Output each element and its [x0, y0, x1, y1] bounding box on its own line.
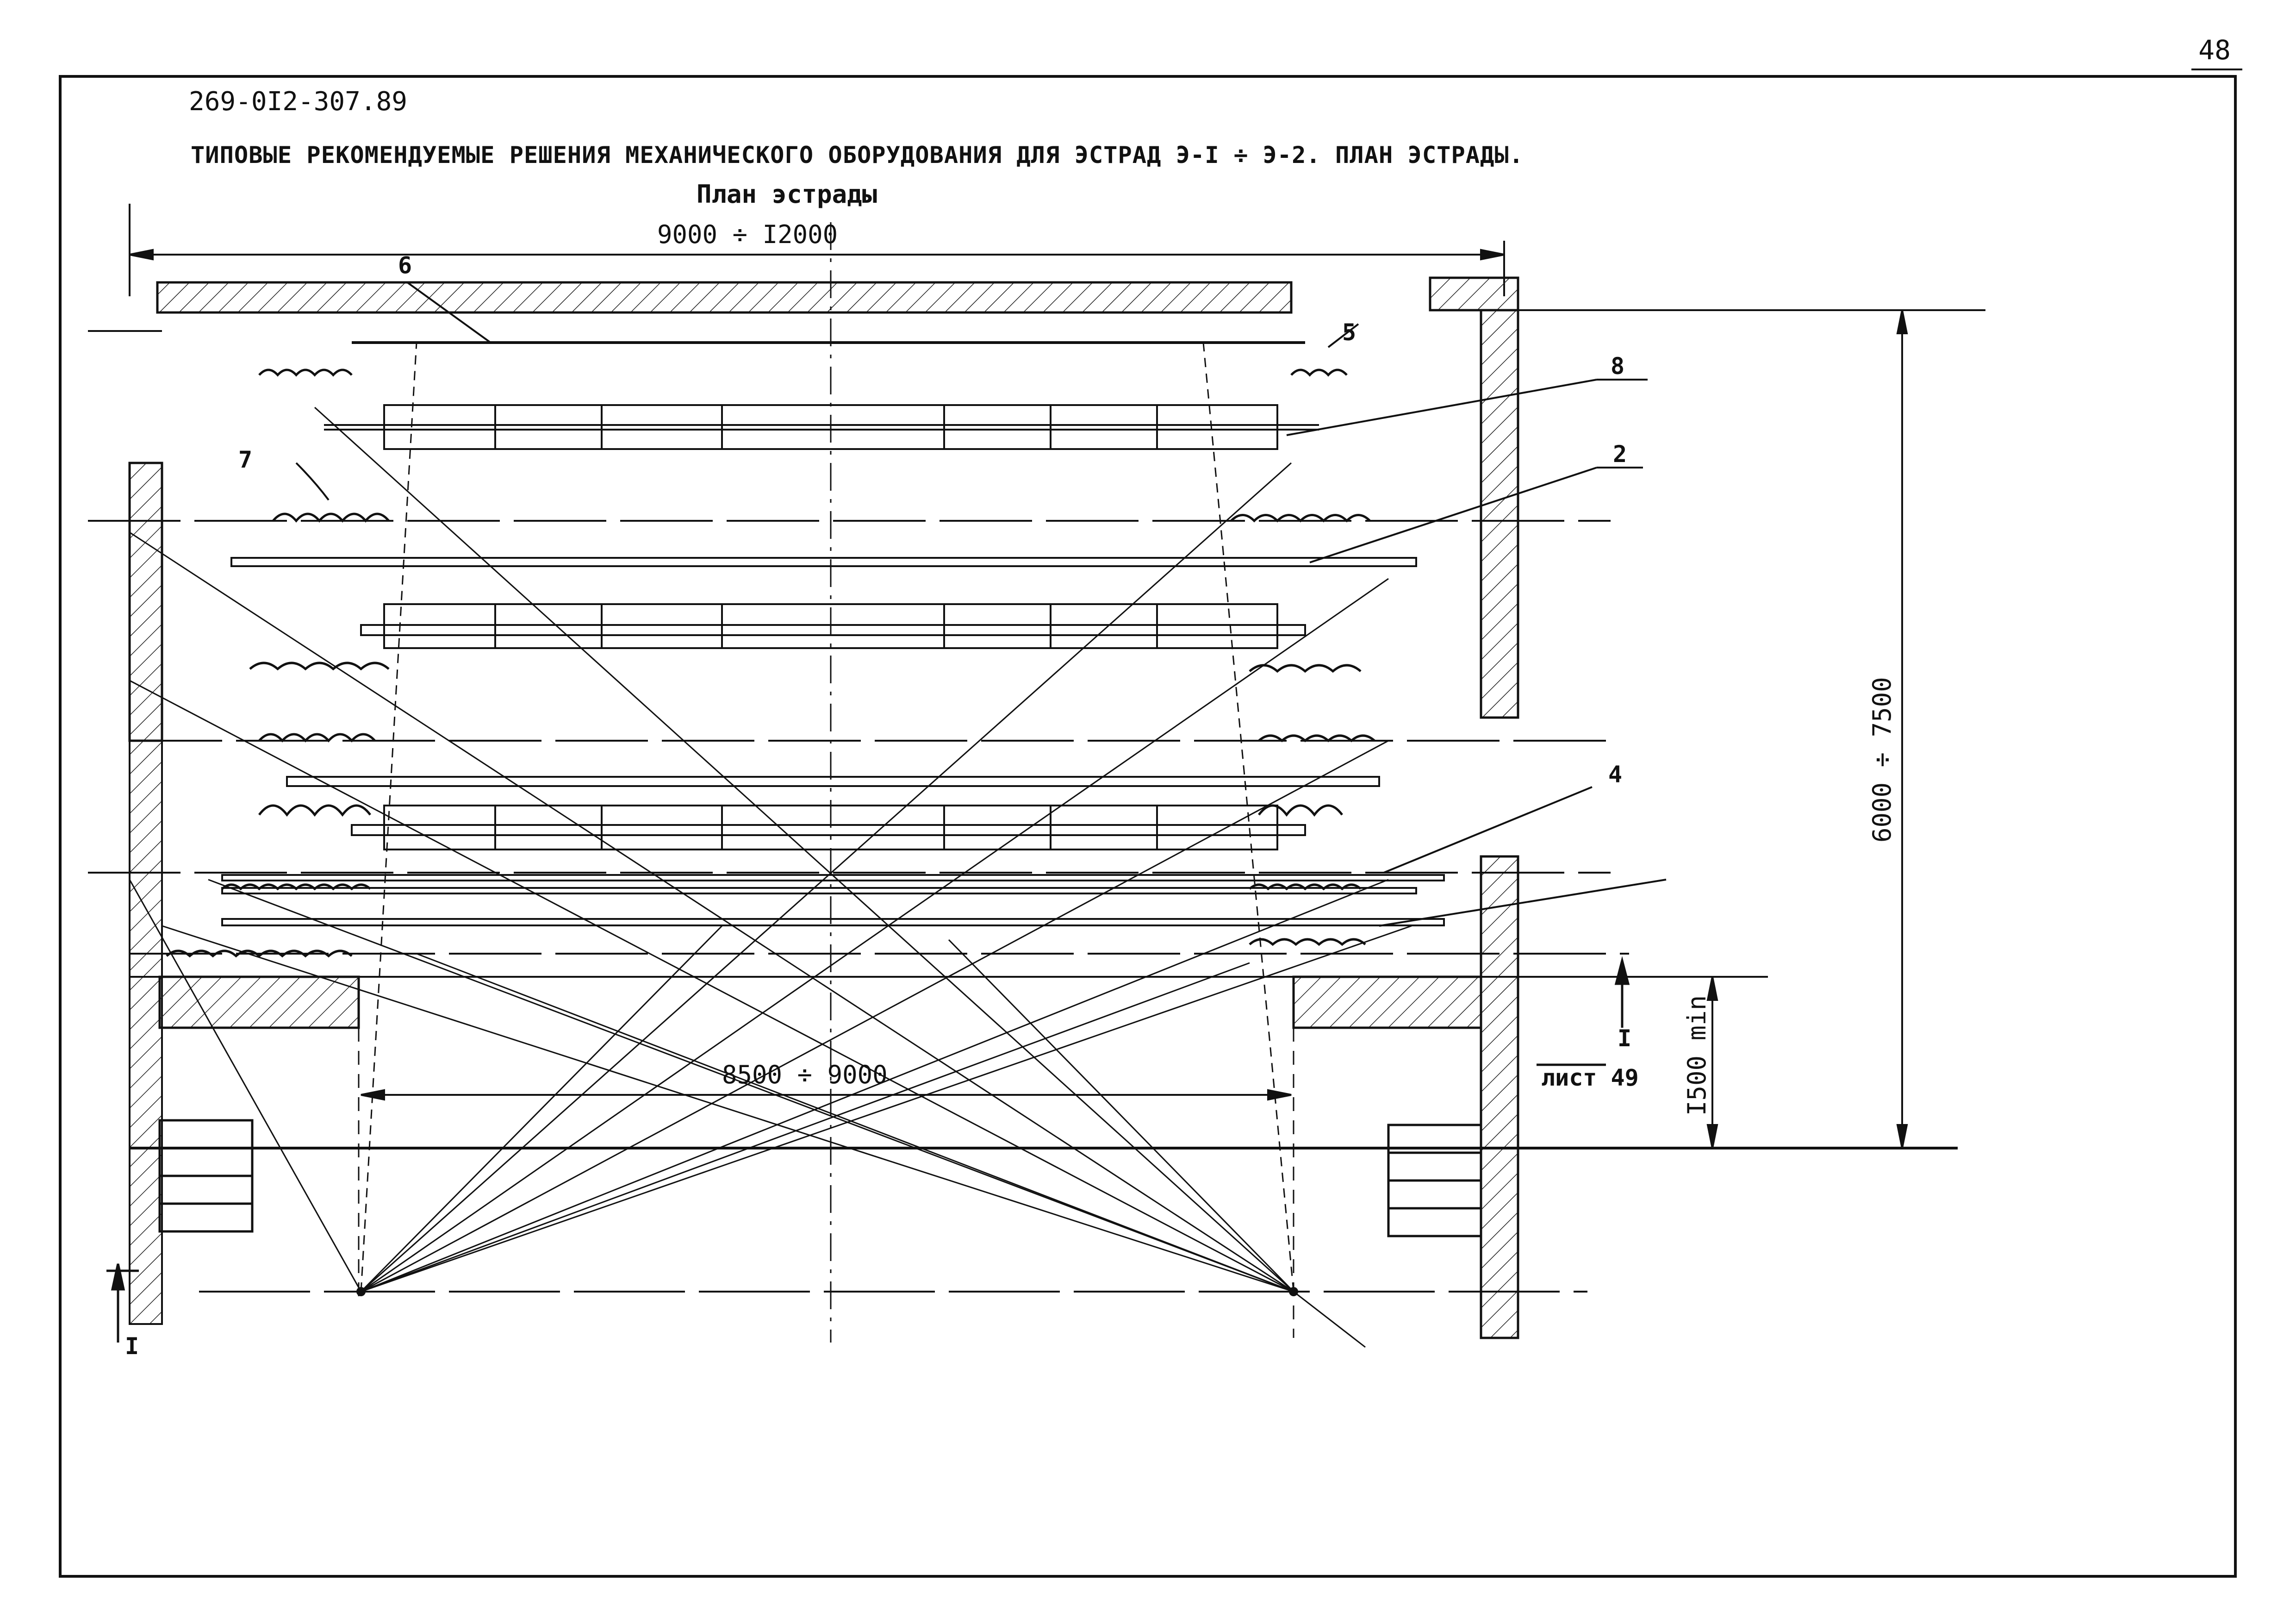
section-cut — [106, 1263, 139, 1343]
right-stairs — [1387, 1124, 1482, 1237]
portal-dimension — [361, 1089, 1292, 1101]
callout-5: 5 — [1342, 319, 1356, 346]
width-dimension-label: 9000 ÷ I2000 — [657, 220, 838, 249]
sight-lines — [129, 342, 1412, 1348]
section-reference-mark: I — [1618, 1025, 1631, 1052]
depth-dimension — [1481, 310, 1958, 1149]
lamp-point-right — [1289, 1287, 1298, 1296]
left-portal-wall — [158, 975, 360, 1029]
callout-2: 2 — [1613, 441, 1627, 468]
lamp-point-left — [356, 1287, 366, 1296]
forestage-dimension — [1518, 976, 1768, 1149]
sheet-title: ТИПОВЫЕ РЕКОМЕНДУЕМЫЕ РЕШЕНИЯ МЕХАНИЧЕСК… — [191, 142, 1524, 169]
callout-7: 7 — [238, 446, 252, 473]
right-upper-wall — [1429, 276, 1519, 312]
lighting-batten-3 — [351, 805, 1306, 850]
forestage-dimension-label: I500 min — [1682, 995, 1711, 1116]
curtains — [166, 369, 1375, 958]
document-code: 269-0I2-307.89 — [189, 87, 407, 117]
stage-lines — [88, 309, 1985, 1293]
left-side-wall-lower — [129, 740, 163, 1325]
callout-8: 8 — [1611, 353, 1624, 380]
section-reference — [1537, 956, 1630, 1066]
portal-dimension-label: 8500 ÷ 9000 — [722, 1060, 888, 1089]
plan-caption: План эстрады — [697, 180, 877, 209]
left-stairs — [158, 1119, 254, 1233]
back-wall — [156, 281, 1293, 314]
sheet-frame — [59, 75, 2237, 1578]
pipe-battens — [221, 341, 1445, 926]
lighting-batten-2 — [360, 603, 1306, 649]
callout-leaders — [295, 281, 1667, 927]
page-number: 48 — [2198, 34, 2231, 66]
right-side-wall-lower — [1480, 855, 1519, 1339]
lighting-batten-1 — [324, 404, 1319, 450]
callout-6: 6 — [398, 252, 412, 279]
depth-dimension-label: 6000 ÷ 7500 — [1867, 677, 1897, 843]
left-side-wall — [128, 462, 163, 742]
right-side-wall-upper — [1480, 309, 1519, 719]
section-reference-sheet: лист 49 — [1541, 1064, 1639, 1091]
right-portal-wall — [1292, 975, 1482, 1029]
callout-4: 4 — [1608, 761, 1622, 788]
section-cut-mark: I — [125, 1333, 139, 1360]
